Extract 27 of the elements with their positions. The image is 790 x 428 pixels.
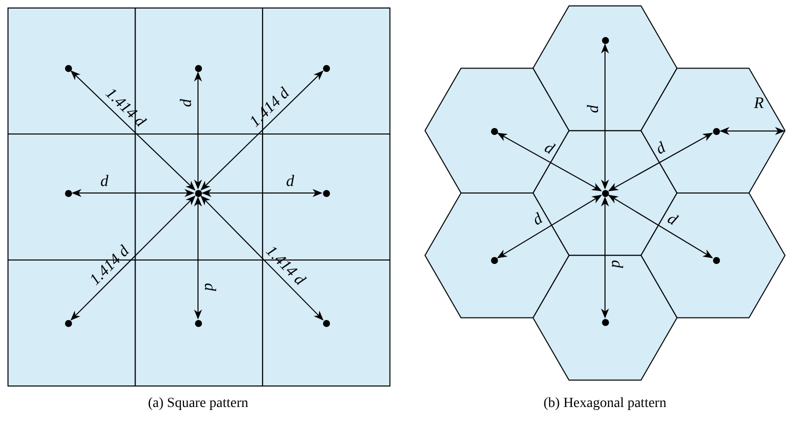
arrow	[72, 189, 194, 197]
dimension-label: R	[754, 96, 764, 112]
arrow	[608, 132, 713, 192]
arrow	[601, 44, 609, 190]
arrow	[200, 196, 324, 320]
arrow	[200, 70, 324, 191]
caption: (a) Square pattern	[148, 396, 248, 412]
arrow	[202, 189, 322, 197]
edge-label: d	[286, 174, 294, 190]
edge-label: d	[542, 140, 557, 158]
arrow	[194, 72, 202, 190]
edge-label: d	[586, 104, 602, 113]
edge-label: d	[201, 282, 217, 291]
caption: (b) Hexagonal pattern	[544, 396, 666, 412]
arrow	[608, 194, 713, 258]
arrow	[601, 196, 609, 318]
edge-label: d	[530, 212, 546, 230]
arrow	[70, 195, 196, 321]
edge-label: d	[664, 212, 680, 230]
edge-label: d	[608, 260, 624, 268]
arrow	[194, 196, 202, 320]
arrow	[70, 70, 196, 191]
edge-label: d	[100, 174, 108, 190]
edge-label: d	[653, 140, 668, 158]
arrow	[497, 194, 602, 258]
arrow	[497, 132, 602, 192]
edge-label: d	[179, 99, 195, 107]
